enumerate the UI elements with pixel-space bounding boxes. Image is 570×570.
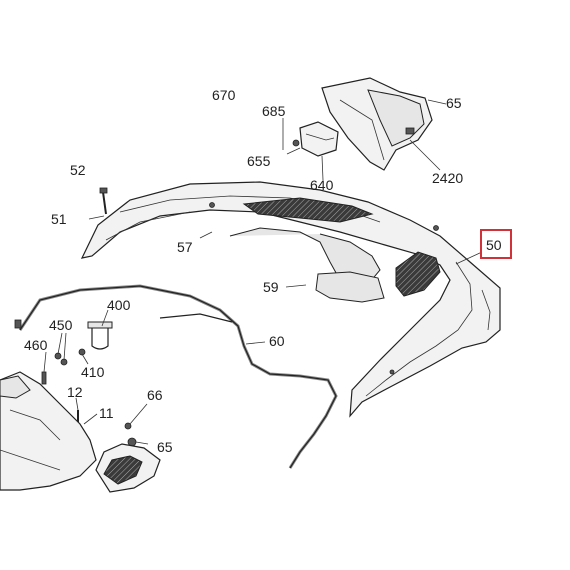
callout-410: 410 [81,364,105,380]
callout-460: 460 [24,337,48,353]
callout-labels: 670 685 65 655 640 2420 52 51 57 50 59 4… [24,87,502,455]
leader-lines [43,99,483,445]
callout-60: 60 [269,333,285,349]
callout-400: 400 [107,297,131,313]
callout-51: 51 [51,211,67,227]
callout-12: 12 [67,384,83,400]
callout-57: 57 [177,239,193,255]
lower-grill-part [95,443,161,493]
highlight-box [480,229,512,259]
hook-part [87,321,113,350]
callout-65-top: 65 [446,95,462,111]
callout-50: 50 [486,237,502,253]
side-panel-part [0,371,97,491]
callout-670: 670 [212,87,236,103]
small-hardware [41,348,137,447]
cable-part [14,284,338,469]
air-duct-part [321,77,433,171]
callout-450: 450 [49,317,73,333]
callout-66: 66 [147,387,163,403]
callout-65-bottom: 65 [157,439,173,455]
callout-11: 11 [99,405,114,421]
callout-52: 52 [70,162,86,178]
bracket-part [292,121,339,157]
callout-59: 59 [263,279,279,295]
callout-685: 685 [262,103,286,119]
callout-640: 640 [310,177,334,193]
callout-2420: 2420 [432,170,463,186]
callout-655: 655 [247,153,271,169]
screw-part [99,187,108,215]
hood-panel [80,181,501,418]
